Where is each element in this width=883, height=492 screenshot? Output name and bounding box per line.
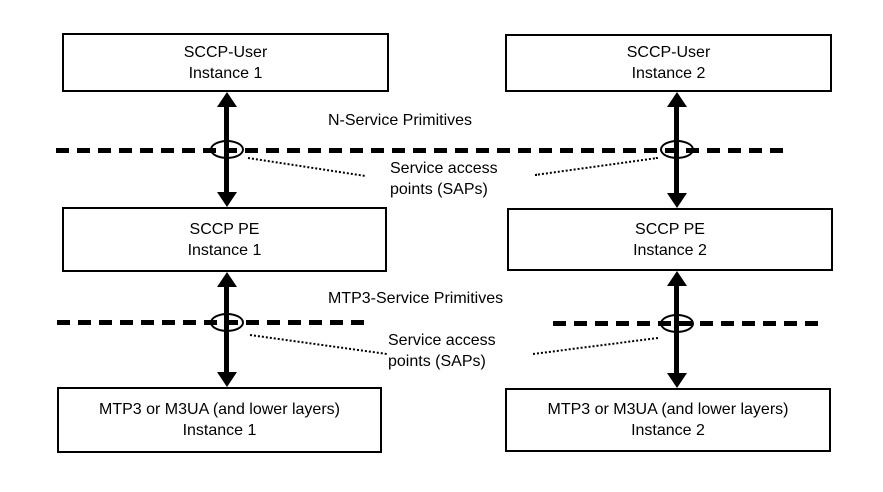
label-service-access-points-lower: Service access points (SAPs) [388, 330, 496, 372]
box-title: SCCP PE [635, 220, 705, 238]
box-title: SCCP PE [189, 220, 260, 238]
sap-ellipse-icon-upper-right [660, 140, 694, 159]
box-title: SCCP-User [183, 43, 268, 61]
box-sccp-user-instance-2: SCCP-User Instance 2 [505, 34, 832, 92]
label-line: Service access [390, 160, 498, 177]
box-title: SCCP-User [626, 44, 711, 61]
arrowhead-up-icon [667, 92, 687, 107]
arrowhead-down-icon [667, 193, 687, 208]
box-mtp3-instance-1: MTP3 or M3UA (and lower layers) Instance… [57, 387, 382, 453]
arrowhead-up-icon [217, 92, 237, 107]
leader-line-lower-right [532, 336, 659, 355]
label-n-service-primitives: N-Service Primitives [328, 112, 473, 129]
arrowhead-down-icon [217, 372, 237, 387]
box-sccp-pe-instance-2: SCCP PE Instance 2 [507, 208, 833, 271]
label-mtp3-service-primitives: MTP3-Service Primitives [328, 290, 504, 307]
upper-sap-boundary-line [56, 148, 783, 153]
box-title: MTP3 or M3UA (and lower layers) [99, 401, 340, 418]
sap-ellipse-icon-lower-right [660, 314, 694, 333]
sap-ellipse-icon-upper-left [210, 140, 244, 159]
label-line: points (SAPs) [388, 353, 486, 370]
arrowhead-down-icon [667, 373, 687, 388]
box-sccp-user-instance-1: SCCP-User Instance 1 [62, 33, 389, 92]
box-instance: Instance 1 [187, 241, 262, 259]
arrowhead-down-icon [217, 192, 237, 207]
sap-ellipse-icon-lower-left [210, 313, 244, 332]
label-line: Service access [388, 332, 496, 349]
box-instance: Instance 2 [631, 422, 705, 439]
box-mtp3-instance-2: MTP3 or M3UA (and lower layers) Instance… [505, 388, 831, 452]
arrowhead-up-icon [667, 271, 687, 286]
box-instance: Instance 1 [182, 422, 257, 439]
box-instance: Instance 2 [631, 65, 706, 82]
box-instance: Instance 1 [188, 64, 263, 82]
arrowhead-up-icon [217, 272, 237, 287]
label-line: points (SAPs) [390, 181, 488, 198]
box-sccp-pe-instance-1: SCCP PE Instance 1 [62, 207, 387, 272]
leader-line-upper-left [247, 157, 365, 177]
leader-line-lower-left [249, 334, 387, 355]
box-title: MTP3 or M3UA (and lower layers) [547, 401, 789, 418]
box-instance: Instance 2 [633, 241, 707, 259]
leader-line-upper-right [534, 156, 658, 176]
label-service-access-points-upper: Service access points (SAPs) [390, 158, 498, 200]
